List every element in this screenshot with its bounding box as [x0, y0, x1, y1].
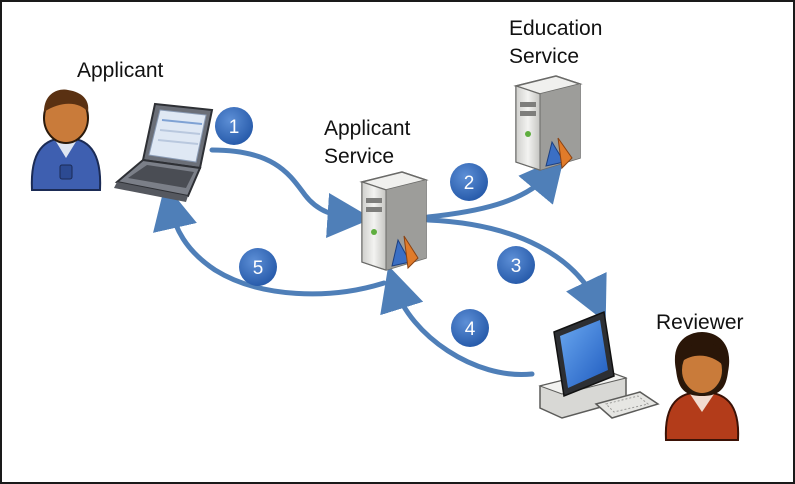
arrows — [153, 147, 607, 378]
step-number-3: 3 — [511, 256, 522, 277]
applicant-service-label-line2: Service — [324, 145, 395, 168]
arrow-step-3 — [425, 217, 607, 323]
step-badge-2: 2 — [450, 163, 488, 201]
education-service-label-line2: Service — [509, 45, 580, 68]
laptop-icon — [114, 102, 214, 202]
step-badge-1: 1 — [215, 107, 253, 145]
step-number-2: 2 — [464, 173, 475, 194]
desktop-computer-icon — [538, 310, 660, 419]
applicant-service-label-line1: Applicant — [324, 117, 411, 140]
step-number-5: 5 — [253, 258, 264, 279]
step-badge-3: 3 — [497, 246, 535, 284]
step-badge-4: 4 — [451, 309, 489, 347]
arrow-step-2 — [425, 155, 565, 220]
applicant-person-icon — [30, 89, 102, 191]
arrow-step-1 — [209, 147, 373, 238]
reviewer-person-icon — [664, 332, 740, 441]
education-service-label-line1: Education — [509, 17, 603, 40]
applicant-label: Applicant — [77, 59, 164, 82]
reviewer-label: Reviewer — [656, 311, 744, 334]
step-number-4: 4 — [465, 319, 476, 340]
arrow-step-5 — [153, 184, 387, 297]
step-number-1: 1 — [229, 117, 240, 138]
arrow-step-4 — [380, 265, 535, 378]
applicant-server-icon — [359, 171, 429, 271]
education-server-icon — [513, 75, 583, 171]
step-badge-5: 5 — [239, 248, 277, 286]
